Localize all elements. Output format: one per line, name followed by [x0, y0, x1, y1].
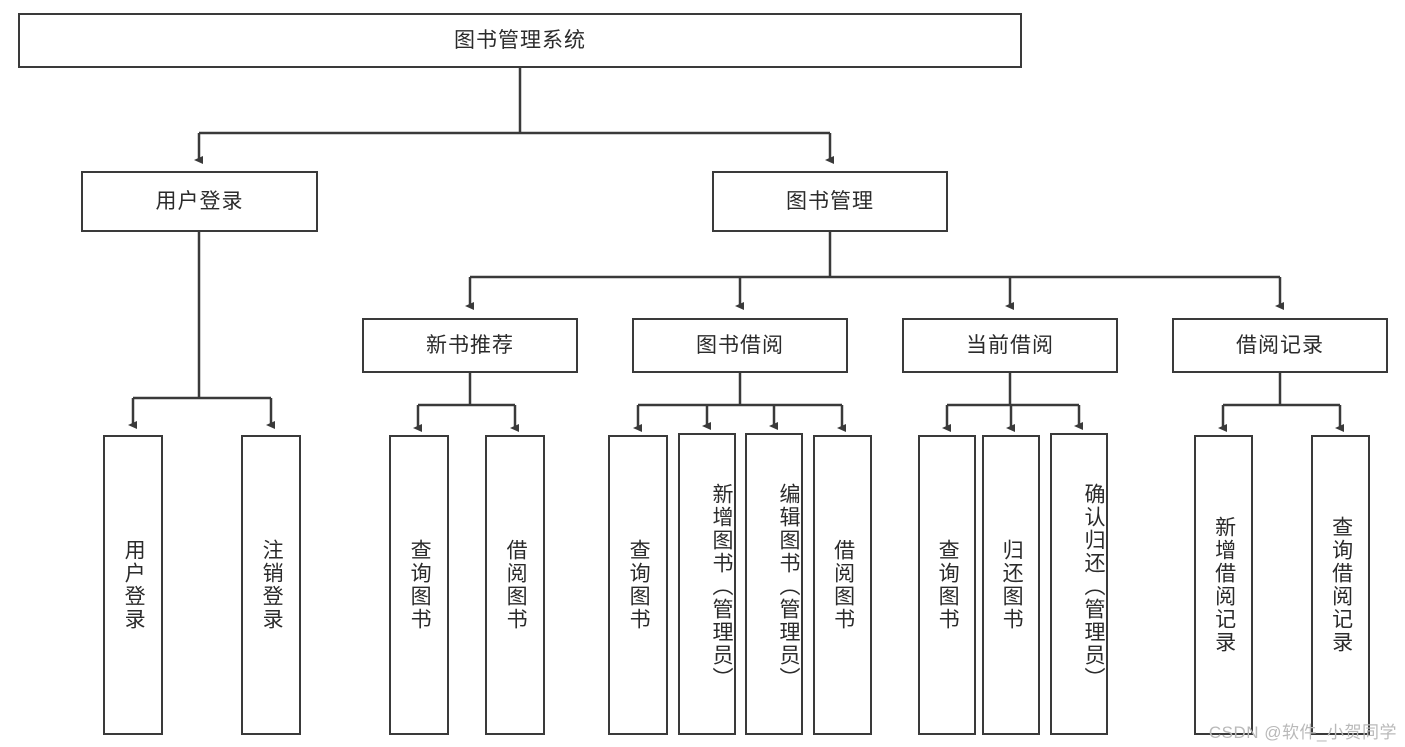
- node-label: 注销登录: [260, 539, 284, 631]
- leaf-borrow-query-book[interactable]: 查询图书: [608, 435, 668, 735]
- node-label: 查询图书: [408, 539, 432, 631]
- leaf-recommend-query-book[interactable]: 查询图书: [389, 435, 449, 735]
- node-book-management[interactable]: 图书管理: [712, 171, 948, 232]
- node-label: 新书推荐: [426, 333, 514, 357]
- node-label: 归还图书: [1000, 539, 1024, 631]
- leaf-user-login-logout[interactable]: 注销登录: [241, 435, 301, 735]
- leaf-recommend-borrow-book[interactable]: 借阅图书: [485, 435, 545, 735]
- csdn-watermark: CSDN @软件_小贺同学: [1208, 723, 1397, 742]
- leaf-user-login-login[interactable]: 用户登录: [103, 435, 163, 735]
- leaf-current-confirm-return-admin[interactable]: 确认归还（管理员）: [1050, 433, 1108, 735]
- node-label: 图书管理: [786, 189, 874, 213]
- node-label: 当前借阅: [966, 333, 1054, 357]
- leaf-current-return-book[interactable]: 归还图书: [982, 435, 1040, 735]
- node-label: 用户登录: [122, 539, 146, 631]
- leaf-borrow-add-book-admin[interactable]: 新增图书（管理员）: [678, 433, 736, 735]
- node-current-borrow[interactable]: 当前借阅: [902, 318, 1118, 373]
- node-label: 借阅图书: [831, 539, 855, 631]
- node-user-login[interactable]: 用户登录: [81, 171, 318, 232]
- node-label: 用户登录: [155, 189, 244, 213]
- node-label: 查询图书: [936, 539, 960, 631]
- node-label: 图书借阅: [696, 333, 784, 357]
- node-label: 查询借阅记录: [1329, 516, 1353, 654]
- leaf-record-query-record[interactable]: 查询借阅记录: [1311, 435, 1370, 735]
- node-new-book-recommend[interactable]: 新书推荐: [362, 318, 578, 373]
- node-label: 借阅图书: [504, 539, 528, 631]
- leaf-borrow-borrow-book[interactable]: 借阅图书: [813, 435, 872, 735]
- leaf-record-add-record[interactable]: 新增借阅记录: [1194, 435, 1253, 735]
- node-label: 新增借阅记录: [1212, 516, 1236, 654]
- node-label: 编辑图书（管理员）: [777, 482, 800, 690]
- leaf-current-query-book[interactable]: 查询图书: [918, 435, 976, 735]
- node-book-borrow[interactable]: 图书借阅: [632, 318, 848, 373]
- node-borrow-record[interactable]: 借阅记录: [1172, 318, 1388, 373]
- node-root-system[interactable]: 图书管理系统: [18, 13, 1022, 68]
- node-label: 确认归还（管理员）: [1082, 482, 1105, 690]
- leaf-borrow-edit-book-admin[interactable]: 编辑图书（管理员）: [745, 433, 803, 735]
- node-label: 新增图书（管理员）: [710, 482, 733, 690]
- node-label: 查询图书: [627, 539, 651, 631]
- node-label: 图书管理系统: [454, 28, 586, 52]
- node-label: 借阅记录: [1236, 333, 1324, 357]
